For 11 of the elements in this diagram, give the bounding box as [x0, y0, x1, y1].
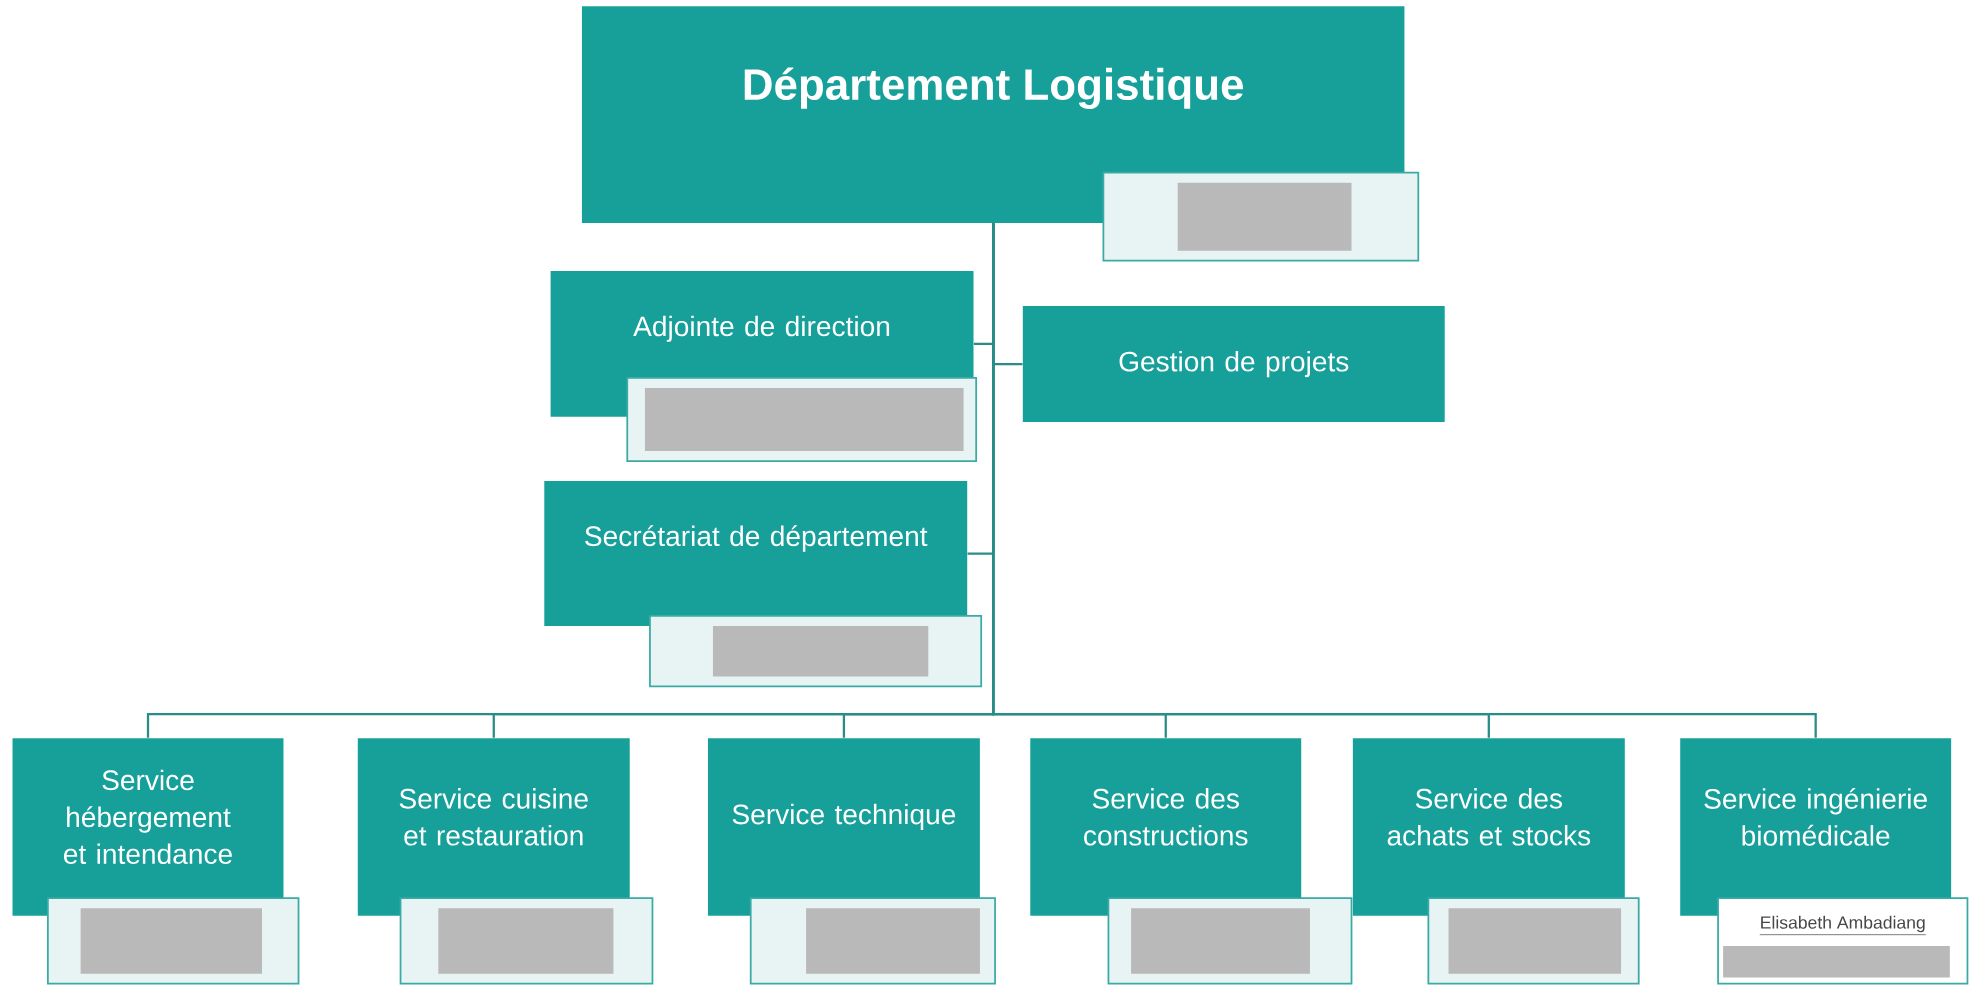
department-box [581, 6, 1405, 223]
unit-box: Service technique [707, 738, 980, 916]
unit-box: Gestion de projets [1022, 306, 1445, 422]
unit-box: Service ingénierie biomédicale [1680, 738, 1952, 916]
unit-box: Secrétariat de département [544, 481, 968, 627]
unit-box: Service cuisine et restauration [357, 738, 630, 916]
unit-box: Service des achats et stocks [1352, 738, 1625, 916]
unit-box: Service des constructions [1030, 738, 1302, 916]
unit-box: Service hébergement et intendance [12, 738, 284, 916]
box-title: Département Logistique [744, 67, 1243, 109]
connector-line [992, 223, 1817, 738]
